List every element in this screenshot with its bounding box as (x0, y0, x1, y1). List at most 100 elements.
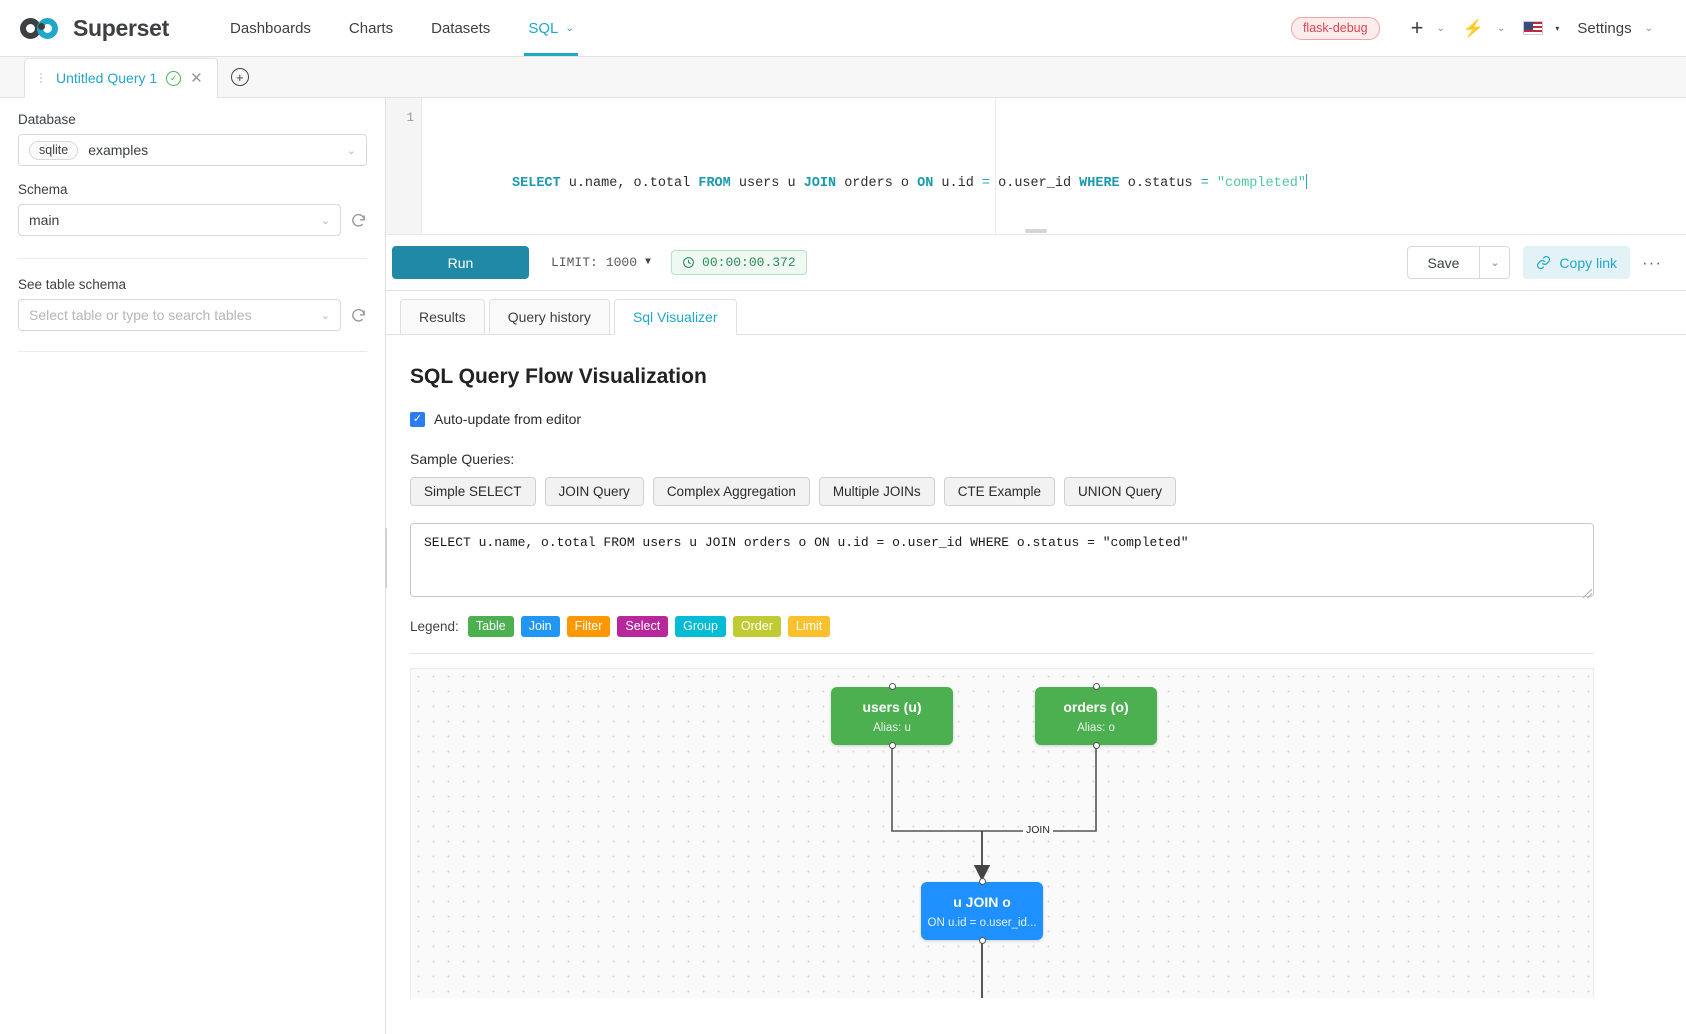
close-icon[interactable]: ✕ (190, 70, 203, 87)
panel-divider-2 (18, 351, 367, 352)
auto-update-row[interactable]: ✓ Auto-update from editor (410, 411, 1662, 427)
nav-link-datasets[interactable]: Datasets (412, 0, 509, 56)
legend-item-limit: Limit (787, 616, 831, 637)
schema-selected-value: main (29, 212, 60, 228)
status-badge: flask-debug (1290, 16, 1380, 40)
save-button[interactable]: Save (1406, 246, 1481, 279)
new-menu-button[interactable]: + ⌄ (1402, 17, 1454, 39)
node-port-top (888, 683, 896, 690)
save-dropdown-chevron-down-icon[interactable]: ⌄ (1480, 246, 1511, 279)
panel-divider (18, 258, 367, 259)
database-selected-value: examples (88, 142, 149, 158)
graph-node-join[interactable]: u JOIN o ON u.id = o.user_id... (921, 878, 1043, 944)
see-table-schema-label: See table schema (18, 277, 127, 292)
new-query-tab-button[interactable]: + (217, 57, 262, 97)
graph-node-orders-subtitle: Alias: o (1077, 721, 1115, 734)
node-port-top (1092, 683, 1100, 690)
editor-resize-handle[interactable] (1025, 229, 1047, 233)
graph-node-users-title: users (u) (862, 698, 922, 715)
nav-link-dashboards-label: Dashboards (230, 19, 311, 37)
triangle-down-icon: ▾ (1555, 23, 1560, 33)
graph-node-users[interactable]: users (u) Alias: u (831, 683, 953, 749)
infinity-logo-icon (20, 16, 64, 40)
sample-button-multiple-joins[interactable]: Multiple JOINs (818, 477, 935, 506)
schema-select[interactable]: main ⌄ (18, 204, 341, 236)
limit-value: 1000 (605, 255, 638, 270)
refresh-schema-icon[interactable] (350, 212, 367, 229)
tab-results-label: Results (419, 309, 466, 325)
query-tab-untitled-query-1[interactable]: ⋮ Untitled Query 1 ✓ ✕ (24, 58, 218, 98)
superset-logo[interactable]: Superset (20, 15, 169, 42)
sample-button-union-query[interactable]: UNION Query (1063, 477, 1176, 506)
token-eq-2: = (1200, 176, 1209, 191)
token-columns: u.name, o.total (560, 176, 699, 191)
token-select: SELECT (512, 176, 561, 191)
graph-node-users-subtitle: Alias: u (873, 721, 911, 734)
node-port-top (978, 878, 986, 885)
table-field-row: Select table or type to search tables ⌄ (18, 299, 367, 331)
token-userid: o.user_id (990, 176, 1080, 191)
flow-canvas[interactable]: JOIN users (u) Alias: u orders (o) Alias… (410, 668, 1594, 998)
copy-link-button[interactable]: Copy link (1523, 246, 1631, 279)
token-status: o.status (1119, 176, 1201, 191)
sql-editor[interactable]: 1 SELECT u.name, o.total FROM users u JO… (386, 98, 1686, 235)
legend-item-group: Group (675, 616, 726, 637)
chevron-down-icon: ⌄ (565, 22, 574, 34)
table-select[interactable]: Select table or type to search tables ⌄ (18, 299, 341, 331)
legend-item-select: Select (617, 616, 669, 637)
sample-button-cte-example[interactable]: CTE Example (943, 477, 1055, 506)
sample-button-simple-select[interactable]: Simple SELECT (410, 477, 536, 506)
nav-link-charts[interactable]: Charts (330, 0, 412, 56)
drag-handle-icon[interactable]: ⋮ (35, 71, 47, 85)
database-field-row: sqlite examples ⌄ (18, 134, 367, 166)
check-circle-icon: ✓ (166, 70, 182, 86)
top-navbar: Superset Dashboards Charts Datasets SQL … (0, 0, 1686, 57)
limit-label: LIMIT: (551, 255, 598, 270)
toolbar-right: Save ⌄ Copy link ··· (1406, 246, 1663, 279)
chevron-down-icon: ⌄ (320, 309, 330, 322)
refresh-tables-icon[interactable] (350, 307, 367, 324)
sample-button-complex-aggregation[interactable]: Complex Aggregation (652, 477, 810, 506)
result-tabs: Results Query history Sql Visualizer (386, 291, 1686, 335)
more-options-icon[interactable]: ··· (1642, 252, 1662, 272)
clock-icon (683, 257, 694, 268)
lightning-menu-button[interactable]: ⚡ ⌄ (1454, 20, 1515, 37)
auto-update-label: Auto-update from editor (434, 411, 582, 427)
legend-item-table: Table (467, 616, 514, 637)
run-button[interactable]: Run (392, 246, 529, 279)
nav-link-sql[interactable]: SQL ⌄ (509, 0, 592, 56)
database-select[interactable]: sqlite examples ⌄ (18, 134, 367, 166)
node-port-bottom (888, 742, 896, 749)
text-cursor (1306, 174, 1308, 189)
node-port-bottom (978, 937, 986, 944)
language-selector[interactable]: ▾ (1514, 21, 1568, 35)
panel-resize-handle[interactable] (383, 528, 388, 588)
auto-update-checkbox[interactable]: ✓ (410, 411, 425, 427)
us-flag-icon (1523, 21, 1544, 35)
tab-results[interactable]: Results (400, 299, 485, 335)
sql-textarea[interactable] (410, 523, 1594, 597)
sample-button-join-query[interactable]: JOIN Query (544, 477, 644, 506)
legend-item-order: Order (732, 616, 781, 637)
tab-query-history-label: Query history (507, 309, 591, 325)
tab-sql-visualizer-label: Sql Visualizer (632, 309, 718, 325)
query-timer: 00:00:00.372 (671, 250, 807, 275)
editor-code-area[interactable]: SELECT u.name, o.total FROM users u JOIN… (422, 98, 1686, 234)
nav-link-dashboards[interactable]: Dashboards (211, 0, 330, 56)
token-from: FROM (698, 176, 731, 191)
tab-sql-visualizer[interactable]: Sql Visualizer (613, 299, 737, 335)
token-completed: "completed" (1208, 176, 1307, 191)
line-number: 1 (406, 111, 414, 125)
legend-item-filter: Filter (566, 616, 611, 637)
tab-query-history[interactable]: Query history (488, 299, 610, 335)
textarea-resize-handle[interactable] (1583, 589, 1592, 598)
edge-label-join: JOIN (1023, 824, 1053, 836)
editor-code-line: SELECT u.name, o.total FROM users u JOIN… (431, 155, 1686, 212)
limit-dropdown[interactable]: LIMIT: 1000 ▼ (551, 255, 651, 270)
token-users: users u (730, 176, 804, 191)
nav-link-datasets-label: Datasets (431, 19, 491, 37)
sample-queries-buttons: Simple SELECT JOIN Query Complex Aggrega… (410, 477, 1662, 506)
chevron-down-icon: ⌄ (1497, 22, 1506, 34)
settings-menu[interactable]: Settings ⌄ (1568, 20, 1662, 37)
graph-node-orders[interactable]: orders (o) Alias: o (1035, 683, 1157, 749)
